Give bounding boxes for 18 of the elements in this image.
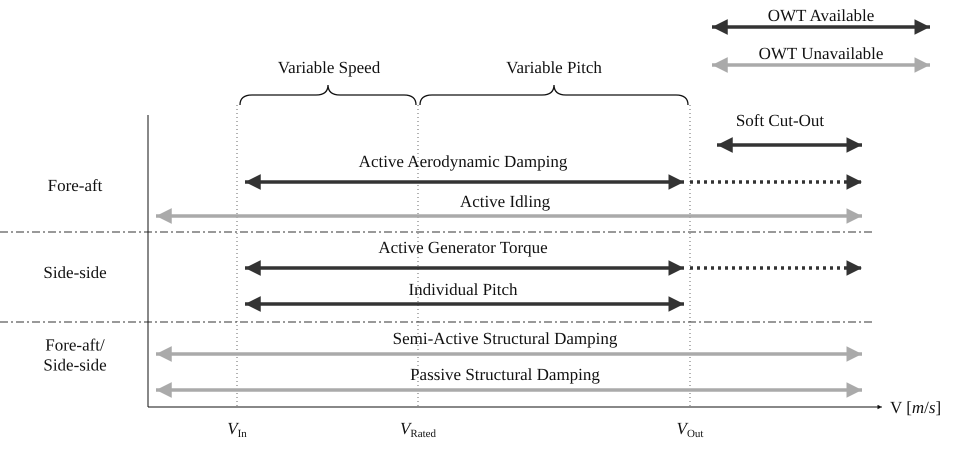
bar-label: Individual Pitch [408,280,518,300]
bar-label: Active Aerodynamic Damping [358,152,568,172]
tick-label: V$_{In}$ [227,419,247,441]
axis-title: V [m/s] [890,398,942,418]
bar-label: Active Generator Torque [378,238,548,258]
tick-label: V$_{Rated}$ [400,419,436,441]
bar-label: Soft Cut-Out [736,111,824,131]
row-label: Side-side [43,263,107,283]
phase-label: Variable Pitch [506,58,602,78]
legend-label: OWT Available [768,6,874,26]
phase-label: Variable Speed [278,58,380,78]
row-label: Fore-aft [48,176,102,196]
row-label: Fore-aft/ Side-side [42,335,108,375]
bar-label: Semi-Active Structural Damping [392,329,618,349]
tick-label: V$_{Out}$ [676,419,704,441]
bar-label: Active Idling [460,192,550,212]
legend-label: OWT Unavailable [758,44,884,64]
bar-label: Passive Structural Damping [410,365,600,385]
